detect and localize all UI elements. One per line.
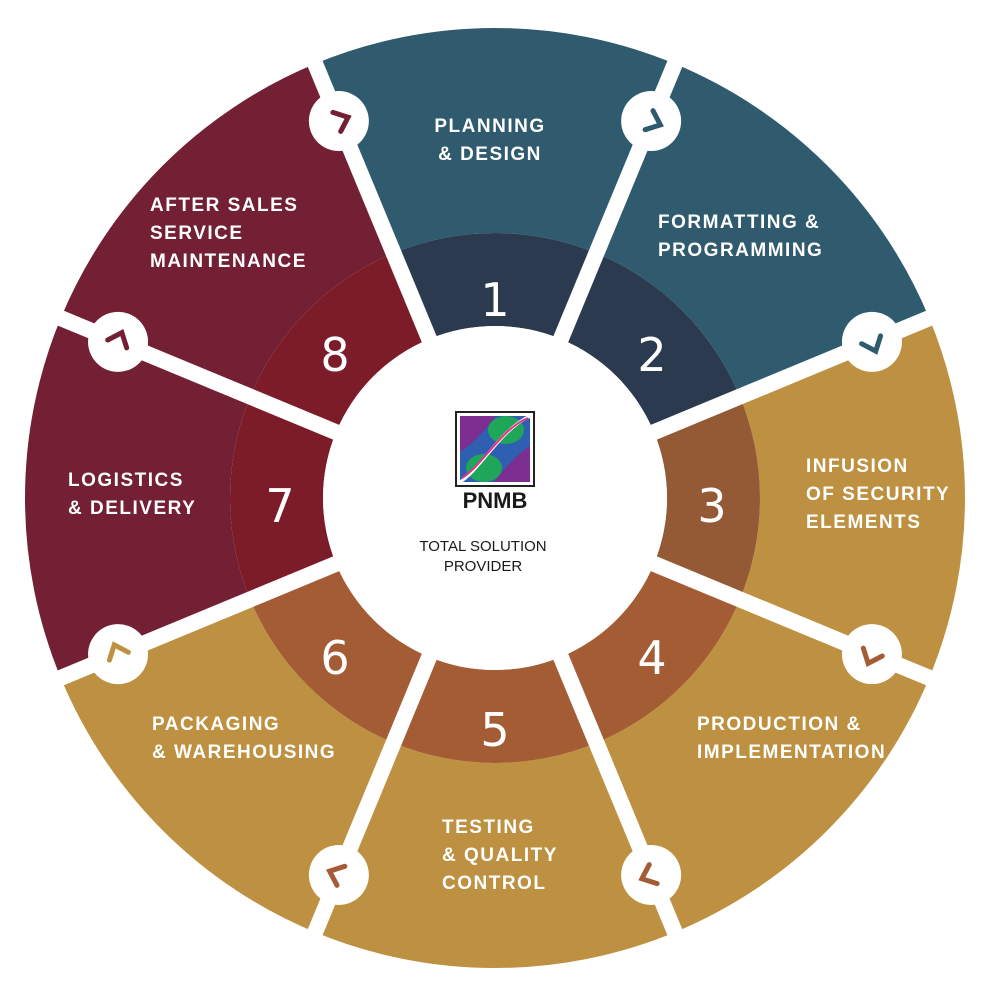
- tagline-line-2: PROVIDER: [444, 558, 523, 575]
- step-label-6-line-1: PACKAGING: [152, 714, 280, 735]
- connector-arrow-icon-6: [308, 844, 369, 905]
- step-segment-8: [60, 63, 394, 397]
- center-hub: [323, 326, 667, 670]
- step-label-3-line-1: INFUSION: [806, 456, 909, 477]
- connector-arrow-icon-7: [88, 624, 149, 685]
- step-number-4: 4: [637, 631, 666, 685]
- step-segment-5: [315, 742, 675, 968]
- connector-arrow-icon-4: [841, 624, 902, 685]
- step-segment-2: [596, 63, 930, 397]
- step-inner-segment-4: [560, 563, 740, 743]
- step-segment-3: [739, 318, 965, 678]
- pnmb-logo-icon: [455, 411, 535, 487]
- connector-arrow-icon-2: [621, 91, 682, 152]
- step-inner-segment-8: [250, 253, 430, 433]
- wheel-segments: [25, 28, 965, 968]
- tagline-line-1: TOTAL SOLUTION: [419, 538, 546, 555]
- step-inner-segment-6: [250, 563, 430, 743]
- step-inner-segment-1: [393, 233, 597, 340]
- brand-name: PNMB: [463, 488, 528, 513]
- connector-arrow-icon-3: [841, 311, 902, 372]
- step-label-7-line-2: & DELIVERY: [68, 498, 196, 519]
- step-number-5: 5: [480, 703, 509, 757]
- step-label-5-line-1: TESTING: [442, 817, 535, 838]
- step-inner-segment-5: [393, 656, 597, 763]
- step-inner-segment-3: [653, 396, 760, 600]
- step-label-5-line-3: CONTROL: [442, 873, 546, 894]
- step-label-2-line-2: PROGRAMMING: [658, 240, 823, 261]
- step-label-8-line-1: AFTER SALES: [150, 195, 298, 216]
- step-segment-6: [60, 599, 394, 933]
- step-inner-segment-2: [560, 253, 740, 433]
- step-number-7: 7: [265, 479, 294, 533]
- step-label-7-line-1: LOGISTICS: [68, 470, 184, 491]
- step-label-6-line-2: & WAREHOUSING: [152, 742, 336, 763]
- step-number-2: 2: [637, 328, 666, 382]
- step-label-4-line-2: IMPLEMENTATION: [697, 742, 886, 763]
- step-number-8: 8: [320, 328, 349, 382]
- step-label-3-line-2: OF SECURITY: [806, 484, 950, 505]
- step-label-8-line-3: MAINTENANCE: [150, 251, 307, 272]
- connector-arrow-icon-8: [88, 311, 149, 372]
- wheel-inner-ring: [230, 233, 760, 763]
- step-inner-segment-7: [230, 396, 337, 600]
- step-number-1: 1: [480, 273, 509, 327]
- step-label-8-line-2: SERVICE: [150, 223, 244, 244]
- step-segment-4: [596, 599, 930, 933]
- step-label-5-line-2: & QUALITY: [442, 845, 558, 866]
- step-segment-1: [315, 28, 675, 254]
- step-label-1-line-2: & DESIGN: [438, 144, 542, 165]
- wheel-connectors: [48, 51, 942, 945]
- step-number-6: 6: [320, 631, 349, 685]
- step-label-3-line-3: ELEMENTS: [806, 512, 921, 533]
- step-number-3: 3: [697, 479, 726, 533]
- step-segment-7: [25, 318, 251, 678]
- connector-arrow-icon-1: [308, 91, 369, 152]
- step-label-2-line-1: FORMATTING &: [658, 212, 820, 233]
- step-label-1-line-1: PLANNING: [434, 116, 545, 137]
- connector-arrow-icon-5: [621, 844, 682, 905]
- step-label-4-line-1: PRODUCTION &: [697, 714, 862, 735]
- wheel-step-labels: 1 PLANNING & DESIGN 2 FORMATTING & PROGRAMMIN…: [68, 116, 950, 894]
